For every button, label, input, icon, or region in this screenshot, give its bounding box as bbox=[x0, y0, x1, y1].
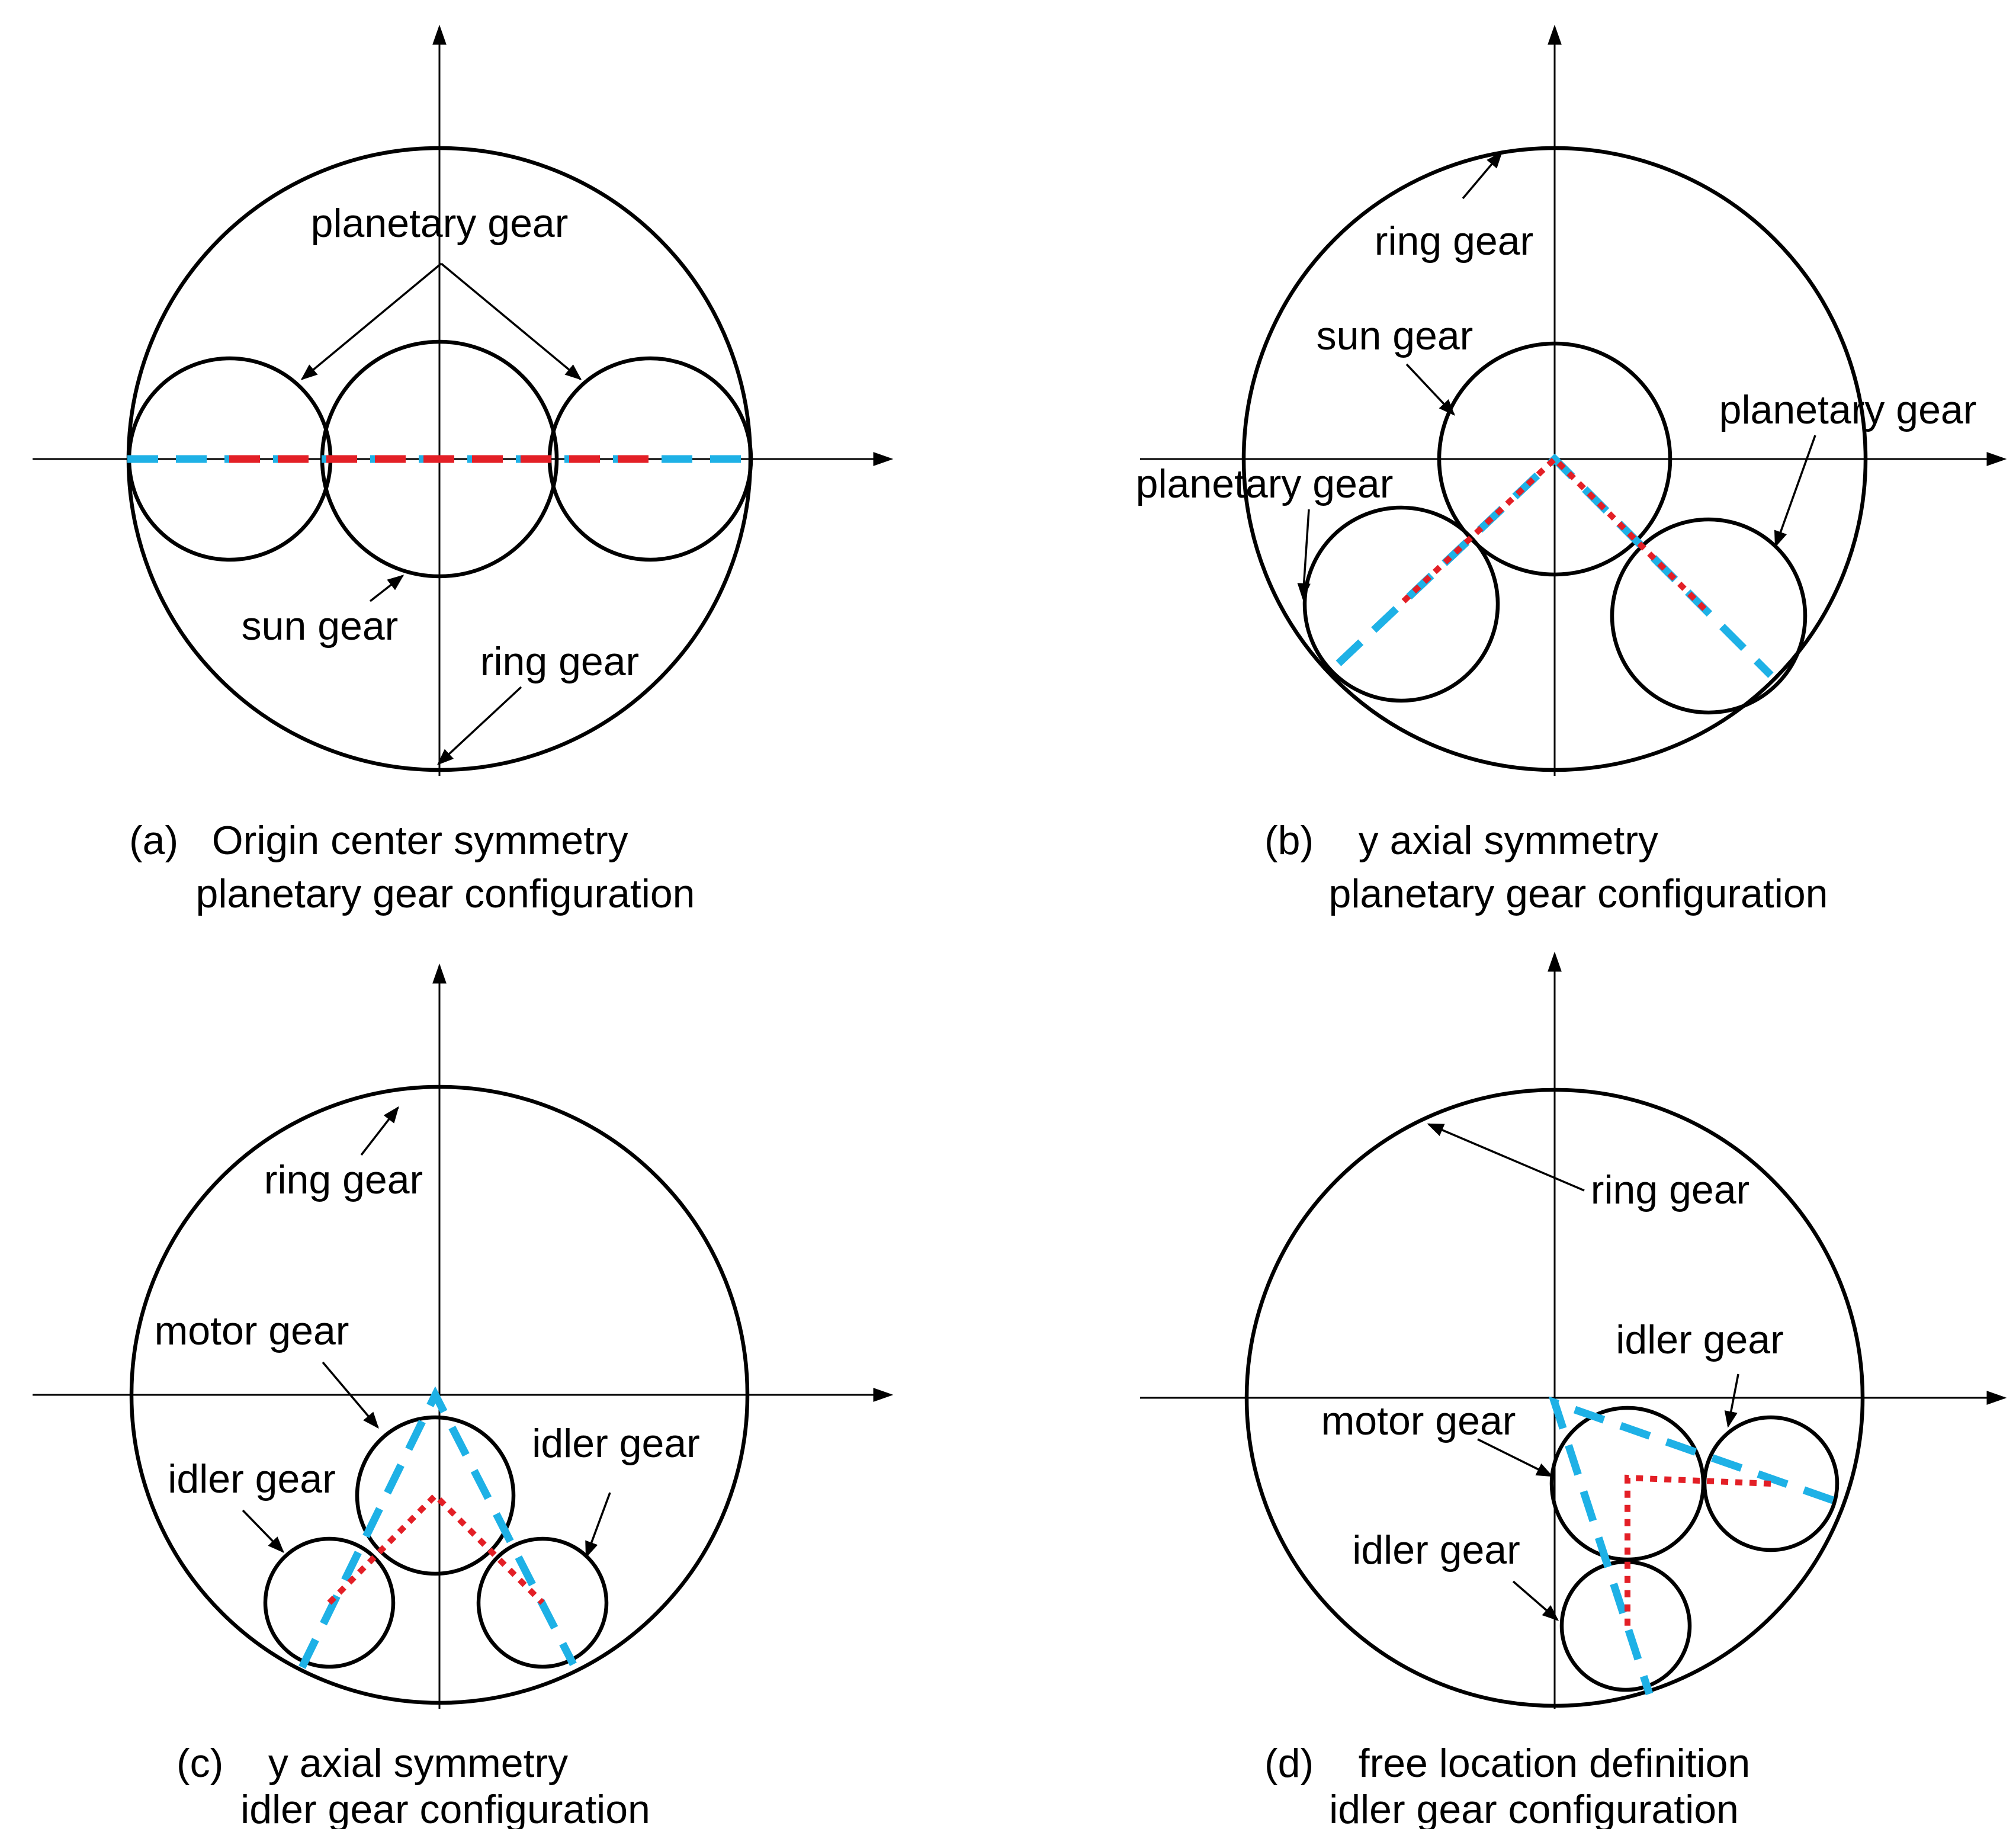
motor-gear-circle bbox=[355, 1415, 516, 1576]
blue-dashed-lines bbox=[1336, 453, 1774, 678]
idler-gear-right-circle bbox=[476, 1536, 609, 1669]
ring-gear-leader bbox=[1427, 1123, 1585, 1192]
panel-a: planetary gear sun gear ring gear (a) Or… bbox=[33, 24, 894, 916]
blue-dashed-lines bbox=[298, 1386, 577, 1669]
planetary-gear-left-label: planetary gear bbox=[1136, 461, 1394, 506]
caption-c-line1: (c) y axial symmetry bbox=[176, 1741, 568, 1786]
ring-gear-circle bbox=[129, 1084, 750, 1705]
ring-gear-label: ring gear bbox=[264, 1157, 423, 1202]
caption-a-line2: planetary gear configuration bbox=[196, 871, 695, 916]
planetary-gear-right-leader bbox=[1774, 435, 1816, 548]
sun-gear-leader bbox=[1405, 363, 1455, 416]
planetary-gear-right-circle bbox=[1610, 517, 1808, 715]
idler-gear-left-label: idler gear bbox=[168, 1456, 336, 1501]
panel-c: ring gear motor gear idler gear idler ge… bbox=[33, 963, 894, 1829]
idler-gear-bottom-label: idler gear bbox=[1352, 1528, 1520, 1573]
planetary-gear-leader-left bbox=[300, 262, 442, 380]
idler-gear-top-leader bbox=[1724, 1374, 1739, 1428]
planetary-gear-leader-right bbox=[440, 262, 582, 380]
sun-gear-circle bbox=[1437, 341, 1672, 577]
caption-d-line2: idler gear configuration bbox=[1329, 1787, 1739, 1829]
panel-b: ring gear sun gear planetary gear planet… bbox=[1136, 24, 2007, 916]
sun-gear-label: sun gear bbox=[242, 604, 399, 649]
ring-gear-circle bbox=[1241, 146, 1868, 772]
motor-gear-label: motor gear bbox=[1321, 1398, 1516, 1443]
blue-dashed-lines bbox=[1548, 1396, 1835, 1696]
caption-d-line1: (d) free location definition bbox=[1264, 1741, 1750, 1786]
caption-a-line1: (a) Origin center symmetry bbox=[129, 818, 628, 863]
ring-gear-leader bbox=[436, 686, 522, 765]
caption-b-line1: (b) y axial symmetry bbox=[1264, 818, 1658, 863]
ring-gear-label: ring gear bbox=[480, 639, 639, 684]
idler-gear-right-circle bbox=[1702, 1415, 1840, 1552]
idler-gear-top-label: idler gear bbox=[1616, 1317, 1784, 1362]
idler-gear-left-leader bbox=[242, 1509, 284, 1554]
panel-d: ring gear idler gear motor gear idler ge… bbox=[1140, 951, 2007, 1829]
motor-gear-leader bbox=[1477, 1438, 1553, 1477]
motor-gear-leader bbox=[322, 1361, 379, 1429]
ring-gear-circle bbox=[1244, 1087, 1865, 1708]
planetary-gear-left-circle bbox=[1302, 505, 1500, 703]
caption-b-line2: planetary gear configuration bbox=[1329, 871, 1828, 916]
idler-gear-left-circle bbox=[263, 1536, 396, 1669]
sun-gear-leader bbox=[369, 575, 405, 602]
planetary-gear-right-label: planetary gear bbox=[1719, 387, 1977, 432]
idler-gear-bottom-leader bbox=[1512, 1580, 1559, 1621]
red-dotted-lines bbox=[1625, 1474, 1771, 1626]
ring-gear-label: ring gear bbox=[1591, 1167, 1749, 1212]
idler-gear-right-label: idler gear bbox=[532, 1421, 700, 1466]
planetary-gear-left-leader bbox=[1297, 509, 1311, 600]
ring-gear-label: ring gear bbox=[1375, 219, 1533, 264]
motor-gear-label: motor gear bbox=[155, 1308, 349, 1353]
idler-gear-right-leader bbox=[585, 1492, 611, 1558]
caption-c-line2: idler gear configuration bbox=[240, 1787, 650, 1829]
sun-gear-label: sun gear bbox=[1317, 313, 1474, 358]
ring-gear-leader bbox=[1462, 151, 1503, 200]
ring-gear-leader bbox=[360, 1106, 399, 1156]
planetary-gear-label: planetary gear bbox=[311, 201, 569, 246]
